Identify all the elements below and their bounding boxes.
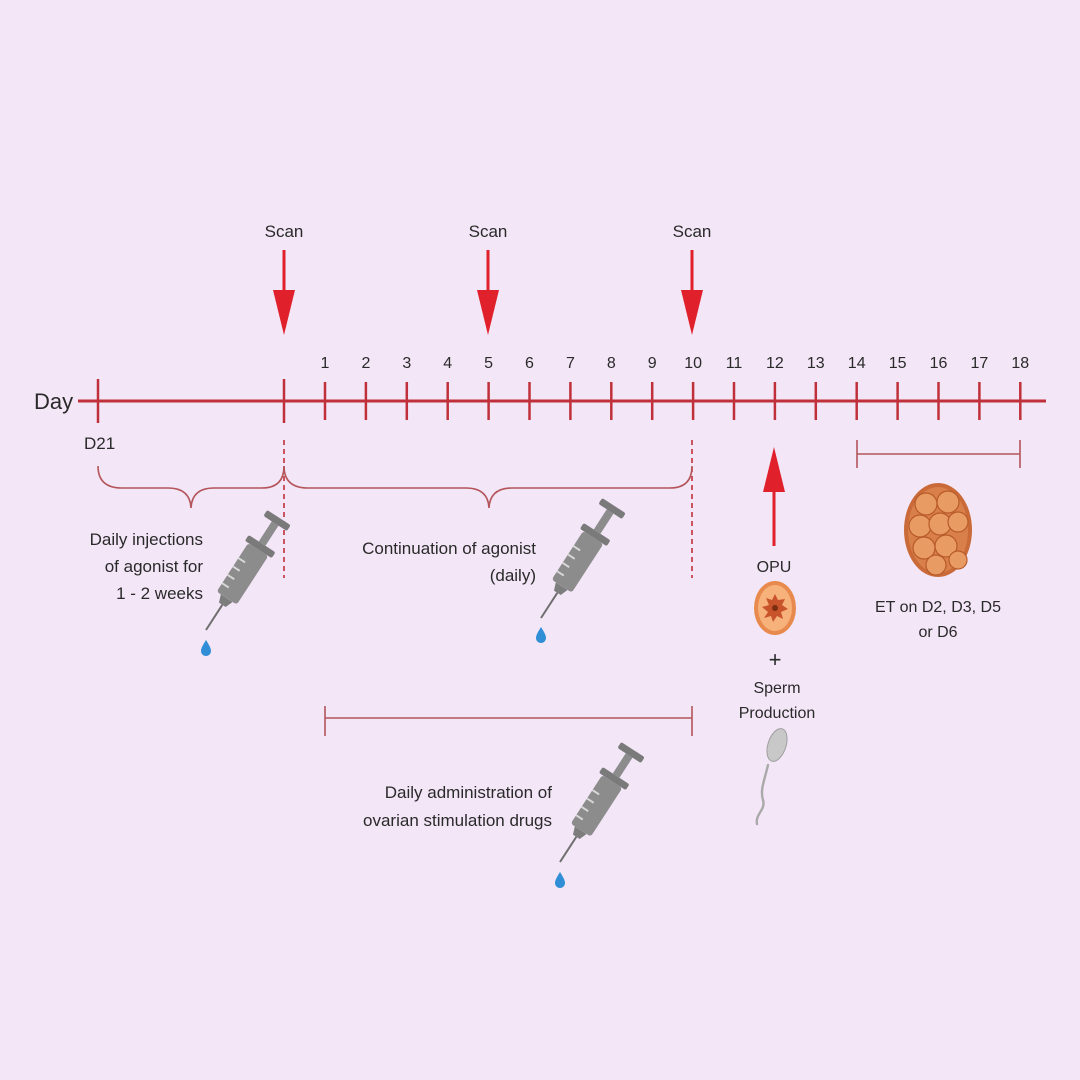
tick-label-day-10: 10 xyxy=(684,355,702,372)
axis-ticks xyxy=(96,379,1022,423)
drop-icon xyxy=(555,872,565,888)
scan-arrow xyxy=(477,290,499,335)
scan-marker-1: Scan xyxy=(265,222,304,335)
tick-label-day-4: 4 xyxy=(443,355,452,372)
tick-label-day-13: 13 xyxy=(807,355,825,372)
scan-arrow xyxy=(273,290,295,335)
tick-label-day-6: 6 xyxy=(525,355,534,372)
tick-label-day-12: 12 xyxy=(766,355,784,372)
sperm-icon xyxy=(755,728,788,826)
tick-label-day-5: 5 xyxy=(484,355,493,372)
syringe-icon xyxy=(545,739,648,872)
tick-label-day-14: 14 xyxy=(848,355,866,372)
downreg-line-3: 1 - 2 weeks xyxy=(116,584,203,603)
downreg-line-2: of agonist for xyxy=(105,557,204,576)
tick-label-day-11: 11 xyxy=(726,355,743,372)
scan-label: Scan xyxy=(469,222,508,241)
drop-icon xyxy=(536,627,546,643)
scan-label: Scan xyxy=(673,222,712,241)
scan-arrow xyxy=(681,290,703,335)
sperm-line-1: Sperm xyxy=(753,680,800,697)
scan-marker-2: Scan xyxy=(469,222,508,335)
tick-label-day-17: 17 xyxy=(971,355,989,372)
continuation-line-1: Continuation of agonist xyxy=(362,539,536,558)
opu-arrow xyxy=(763,447,785,492)
tick-label-day-3: 3 xyxy=(402,355,411,372)
et-line-2: or D6 xyxy=(918,624,957,641)
d21-label: D21 xyxy=(84,434,115,453)
tick-label-day-7: 7 xyxy=(566,355,575,372)
plus-sign: + xyxy=(769,647,782,672)
et-line-1: ET on D2, D3, D5 xyxy=(875,599,1001,616)
continuation-note: Continuation of agonist (daily) xyxy=(362,539,536,585)
downreg-line-1: Daily injections xyxy=(90,530,203,549)
et-bracket xyxy=(856,440,1021,468)
embryo-icon xyxy=(904,483,972,577)
scan-label: Scan xyxy=(265,222,304,241)
tick-label-day-15: 15 xyxy=(889,355,907,372)
stimulation-line-2: ovarian stimulation drugs xyxy=(363,811,552,830)
opu-marker: OPU xyxy=(757,447,792,576)
scan-marker-3: Scan xyxy=(673,222,712,335)
continuation-brace xyxy=(283,465,693,509)
egg-icon xyxy=(754,581,796,635)
tick-label-day-16: 16 xyxy=(930,355,948,372)
axis-label: Day xyxy=(34,389,73,414)
tick-label-day-1: 1 xyxy=(321,355,330,372)
opu-label: OPU xyxy=(757,559,792,576)
tick-label-day-9: 9 xyxy=(648,355,657,372)
sperm-line-2: Production xyxy=(739,705,816,722)
downreg-note: Daily injections of agonist for 1 - 2 we… xyxy=(90,530,204,603)
tick-label-day-8: 8 xyxy=(607,355,616,372)
drop-icon xyxy=(201,640,211,656)
continuation-line-2: (daily) xyxy=(490,566,536,585)
stimulation-note: Daily administration of ovarian stimulat… xyxy=(363,783,552,830)
stimulation-line-1: Daily administration of xyxy=(385,783,553,802)
tick-label-day-2: 2 xyxy=(361,355,370,372)
tick-label-day-18: 18 xyxy=(1011,355,1029,372)
downreg-brace xyxy=(97,465,285,509)
stimulation-bracket xyxy=(324,706,693,736)
syringe-icon xyxy=(191,507,294,640)
syringe-icon xyxy=(526,495,629,628)
